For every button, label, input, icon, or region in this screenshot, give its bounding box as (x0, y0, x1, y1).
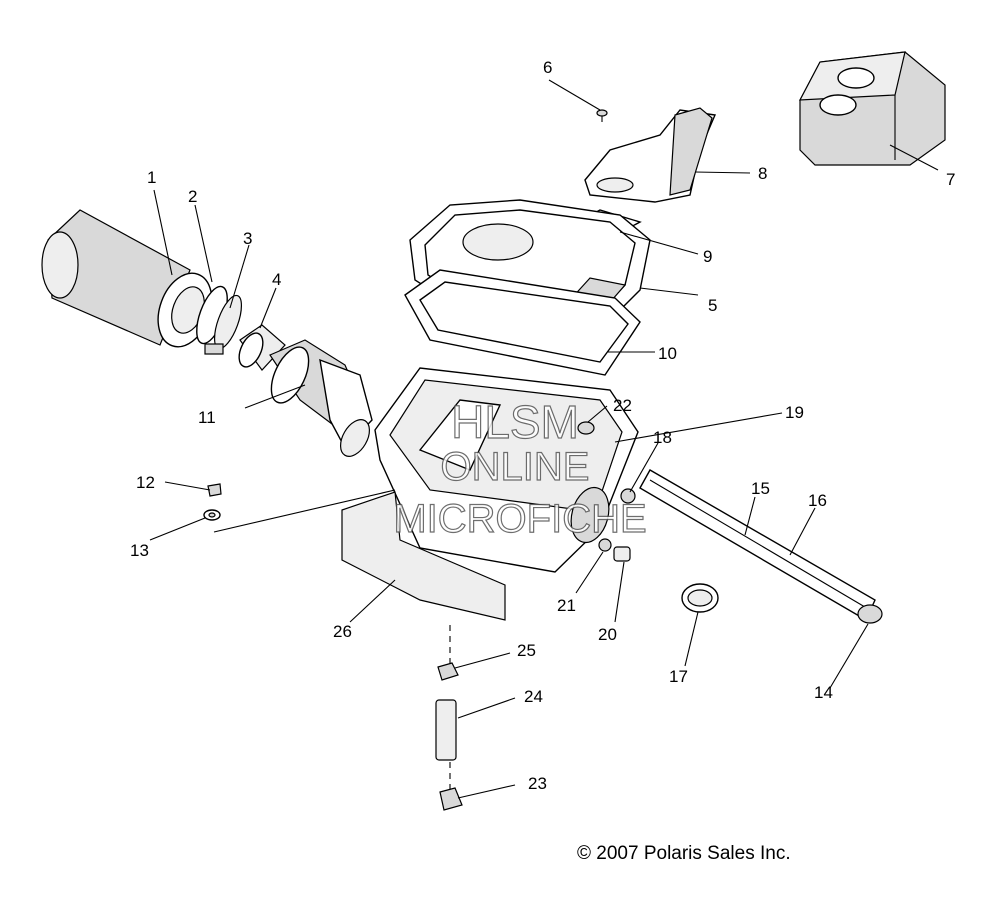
part-15-tube[interactable] (639, 469, 876, 621)
part-8-intake-duct[interactable] (584, 107, 717, 203)
callout-6[interactable]: 6 (543, 58, 552, 77)
part-24-drain-tube[interactable] (435, 699, 457, 761)
part-10-gasket[interactable] (404, 269, 641, 376)
callout-12[interactable]: 12 (136, 473, 155, 492)
callout-16[interactable]: 16 (808, 491, 827, 510)
callout-5[interactable]: 5 (708, 296, 717, 315)
part-7-foam-block[interactable] (798, 51, 946, 166)
part-3-clamp[interactable] (204, 292, 247, 355)
part-12-bolt[interactable] (207, 483, 222, 497)
part-6-screw[interactable] (596, 109, 608, 122)
watermark-line-1: HLSM (451, 396, 579, 448)
watermark-line-3: MICROFICHE (393, 497, 646, 541)
part-14-clamp[interactable] (857, 604, 883, 624)
part-18-fitting[interactable] (620, 488, 636, 504)
leader-lines (149, 79, 939, 799)
callout-17[interactable]: 17 (669, 667, 688, 686)
callout-10[interactable]: 10 (658, 344, 677, 363)
callout-20[interactable]: 20 (598, 625, 617, 644)
callout-4[interactable]: 4 (272, 270, 281, 289)
part-4-sleeve[interactable] (234, 324, 286, 371)
callout-19[interactable]: 19 (785, 403, 804, 422)
callout-3[interactable]: 3 (243, 229, 252, 248)
callout-13[interactable]: 13 (130, 541, 149, 560)
part-23-drain-valve[interactable] (439, 787, 463, 811)
callout-14[interactable]: 14 (814, 683, 833, 702)
part-22-grommet[interactable] (577, 421, 595, 435)
callout-21[interactable]: 21 (557, 596, 576, 615)
callout-18[interactable]: 18 (653, 428, 672, 447)
callout-23[interactable]: 23 (528, 774, 547, 793)
callout-1[interactable]: 1 (147, 168, 156, 187)
callout-15[interactable]: 15 (751, 479, 770, 498)
callout-26[interactable]: 26 (333, 622, 352, 641)
callout-9[interactable]: 9 (703, 247, 712, 266)
callout-11[interactable]: 11 (198, 408, 216, 427)
callout-22[interactable]: 22 (613, 396, 632, 415)
part-13-washer[interactable] (203, 509, 221, 521)
callout-labels: 1 2 3 4 5 6 7 8 9 10 11 12 13 14 15 16 1… (130, 58, 955, 793)
part-25-cap[interactable] (437, 662, 459, 681)
part-20-cap[interactable] (613, 546, 631, 562)
callout-25[interactable]: 25 (517, 641, 536, 660)
callout-8[interactable]: 8 (758, 164, 767, 183)
part-26-cover[interactable] (341, 491, 506, 621)
copyright-text: © 2007 Polaris Sales Inc. (577, 843, 791, 864)
callout-2[interactable]: 2 (188, 187, 197, 206)
callout-7[interactable]: 7 (946, 170, 955, 189)
part-11-intake-boot[interactable] (264, 339, 376, 461)
part-1-air-filter[interactable] (41, 209, 221, 354)
part-21-plug[interactable] (598, 538, 612, 552)
part-17-hose-clamp[interactable] (681, 583, 719, 613)
part-16-tube-line[interactable] (649, 479, 871, 611)
watermark-line-2: ONLINE (441, 445, 590, 489)
callout-24[interactable]: 24 (524, 687, 543, 706)
part-19-airbox-housing[interactable] (374, 367, 639, 573)
watermark: HLSM ONLINE MICROFICHE (393, 395, 648, 541)
